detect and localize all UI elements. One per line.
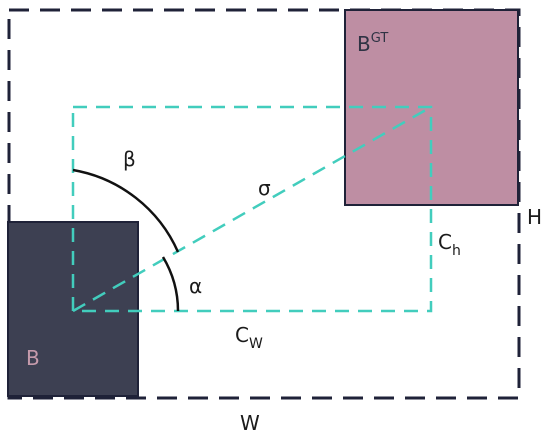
alpha-arc [161,256,180,312]
label-alpha: α [189,274,202,298]
beta-arc [72,168,180,253]
label-cw: CW [235,323,263,352]
label-ch: Ch [438,230,461,259]
label-sigma: σ [258,176,271,200]
outer-enclosing-box [7,8,521,400]
label-h: H [527,205,542,229]
label-b: B [26,346,40,370]
label-bgt: BGT [357,31,388,56]
sigma-diagonal [72,105,432,313]
label-w: W [240,411,260,435]
center-distance-box [71,105,433,313]
label-beta: β [123,147,136,171]
